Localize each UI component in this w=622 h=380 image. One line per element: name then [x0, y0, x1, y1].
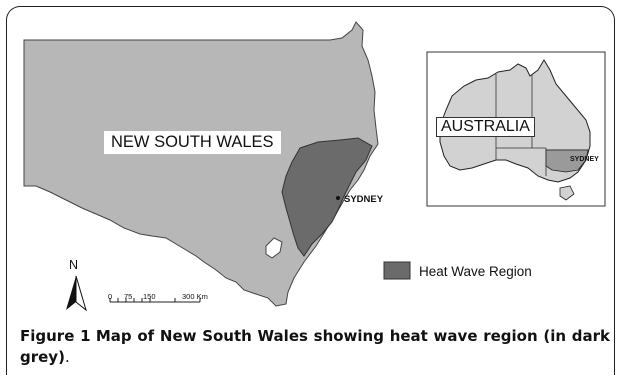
- scale-tick-300: 300 Km: [182, 292, 208, 301]
- caption-label: Figure 1: [20, 327, 91, 345]
- nsw-label: NEW SOUTH WALES: [104, 131, 281, 154]
- sydney-label: SYDNEY: [344, 194, 384, 205]
- caption-text: Map of New South Wales showing heat wave…: [20, 327, 610, 366]
- north-arrow-icon: [66, 275, 87, 312]
- scale-tick-0: 0: [108, 292, 113, 301]
- figure-caption: Figure 1 Map of New South Wales showing …: [20, 326, 610, 368]
- inset-nsw-shape: [545, 149, 589, 173]
- inset-australia-label: AUSTRALIA: [436, 117, 535, 137]
- legend-label: Heat Wave Region: [419, 264, 532, 279]
- legend-swatch: [383, 261, 411, 280]
- figure-frame: [6, 6, 615, 375]
- scale-bar: [109, 298, 201, 303]
- nsw-state-shape: [23, 21, 379, 307]
- scale-tick-150: 150: [143, 292, 156, 301]
- sydney-marker: [336, 196, 340, 200]
- scale-tick-75: 75: [124, 292, 133, 301]
- inset-sydney-label: SYDNEY: [570, 156, 599, 163]
- heat-wave-region-shape: [281, 137, 373, 257]
- act-shape: [265, 237, 283, 259]
- north-label: N: [69, 258, 79, 272]
- tasmania-shape: [559, 185, 575, 201]
- caption-end: .: [64, 348, 70, 366]
